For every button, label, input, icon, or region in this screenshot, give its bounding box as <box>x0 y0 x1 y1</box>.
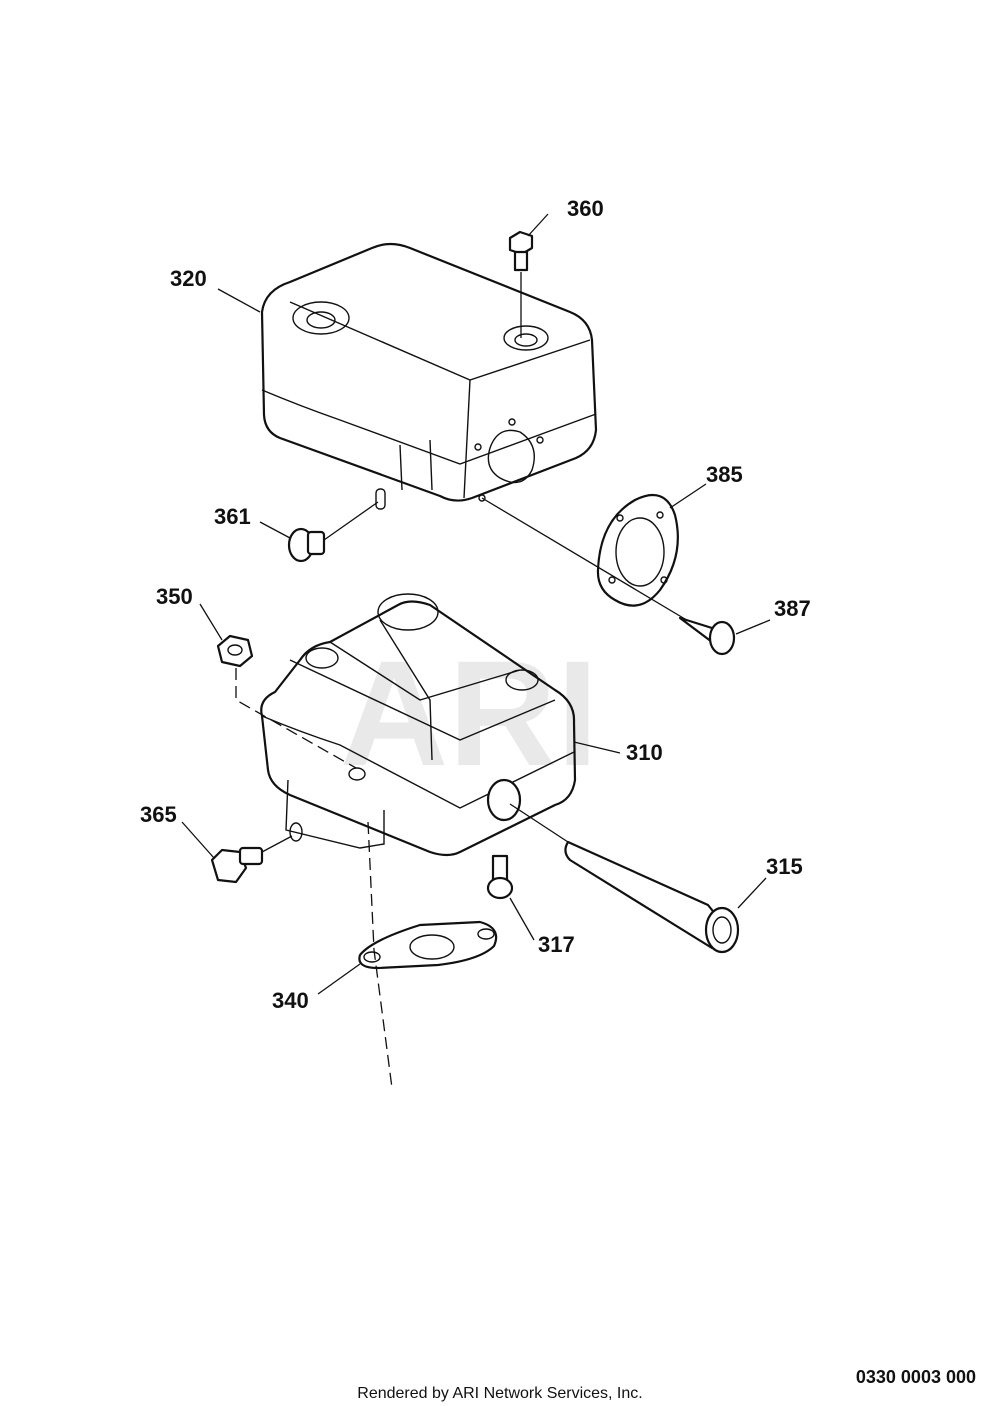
bolt-361 <box>287 501 379 563</box>
callout-365: 365 <box>140 802 177 827</box>
callout-320: 320 <box>170 266 207 291</box>
callout-350: 350 <box>156 584 193 609</box>
heat-shield-320 <box>260 242 598 510</box>
gasket-340 <box>358 821 498 1089</box>
footer-credit: Rendered by ARI Network Services, Inc. <box>357 1385 643 1402</box>
callout-317: 317 <box>538 932 575 957</box>
tube-315 <box>509 803 740 954</box>
callout-361: 361 <box>214 504 251 529</box>
callout-385: 385 <box>706 462 743 487</box>
figure-code: 0330 0003 000 <box>855 1367 976 1387</box>
callout-387: 387 <box>774 596 811 621</box>
ari-watermark: ARI <box>340 629 598 797</box>
nut-350 <box>216 634 357 769</box>
callout-340: 340 <box>272 988 309 1013</box>
muffler-310 <box>260 593 577 857</box>
screw-360 <box>508 230 534 338</box>
leader-lines <box>181 213 771 995</box>
screw-387 <box>678 616 736 656</box>
gasket-385 <box>481 493 691 623</box>
callout-315: 315 <box>766 854 803 879</box>
callout-360: 360 <box>567 196 604 221</box>
bolt-365 <box>210 835 293 884</box>
callout-310: 310 <box>626 740 663 765</box>
bolt-317 <box>486 854 514 900</box>
